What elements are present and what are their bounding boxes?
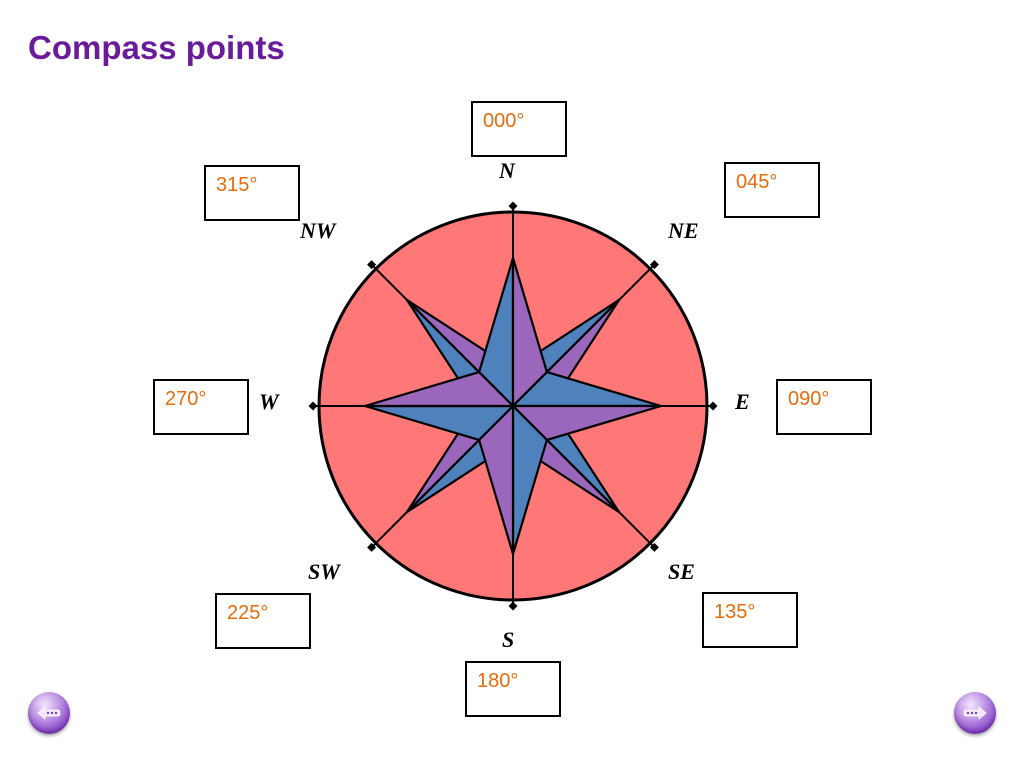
bearing-value-e: 090°	[788, 388, 830, 410]
axis-end-marker-sw	[367, 542, 377, 552]
direction-label-ne: NE	[668, 218, 699, 243]
bearing-value-n: 000°	[483, 110, 525, 132]
bearing-box-nw: 315°	[204, 165, 300, 221]
bearing-box-s: 180°	[465, 661, 561, 717]
axis-end-marker-se	[649, 542, 659, 552]
bearing-box-sw: 225°	[215, 593, 311, 649]
bearing-value-se: 135°	[714, 601, 756, 623]
star-point-w-right-half	[363, 371, 515, 408]
forward-arrow-icon	[963, 706, 987, 720]
bearing-box-n: 000°	[471, 101, 567, 157]
direction-label-n: N	[499, 158, 515, 183]
bearing-value-nw: 315°	[216, 174, 258, 196]
axis-end-marker-s	[508, 601, 518, 611]
bearing-value-s: 180°	[477, 670, 519, 692]
page-title: Compass points	[28, 29, 285, 66]
direction-label-e: E	[735, 389, 750, 414]
direction-label-s: S	[502, 627, 515, 652]
axis-end-marker-ne	[649, 260, 659, 270]
bearing-box-ne: 045°	[724, 162, 820, 218]
primary-star	[363, 256, 663, 556]
bearing-box-se: 135°	[702, 592, 798, 648]
bearing-value-sw: 225°	[227, 602, 269, 624]
next-slide-button[interactable]	[954, 692, 996, 734]
axis-end-marker-w	[308, 401, 318, 411]
axis-end-marker-e	[708, 401, 718, 411]
axis-end-marker-n	[508, 201, 518, 211]
back-arrow-icon	[37, 706, 61, 720]
previous-slide-button[interactable]	[28, 692, 70, 734]
axis-end-marker-nw	[367, 260, 377, 270]
bearing-value-ne: 045°	[736, 171, 778, 193]
direction-label-nw: NW	[300, 218, 336, 243]
direction-label-se: SE	[668, 559, 695, 584]
bearing-box-e: 090°	[776, 379, 872, 435]
direction-label-sw: SW	[308, 559, 340, 584]
bearing-value-w: 270°	[165, 388, 207, 410]
bearing-box-w: 270°	[153, 379, 249, 435]
direction-label-w: W	[259, 389, 279, 414]
